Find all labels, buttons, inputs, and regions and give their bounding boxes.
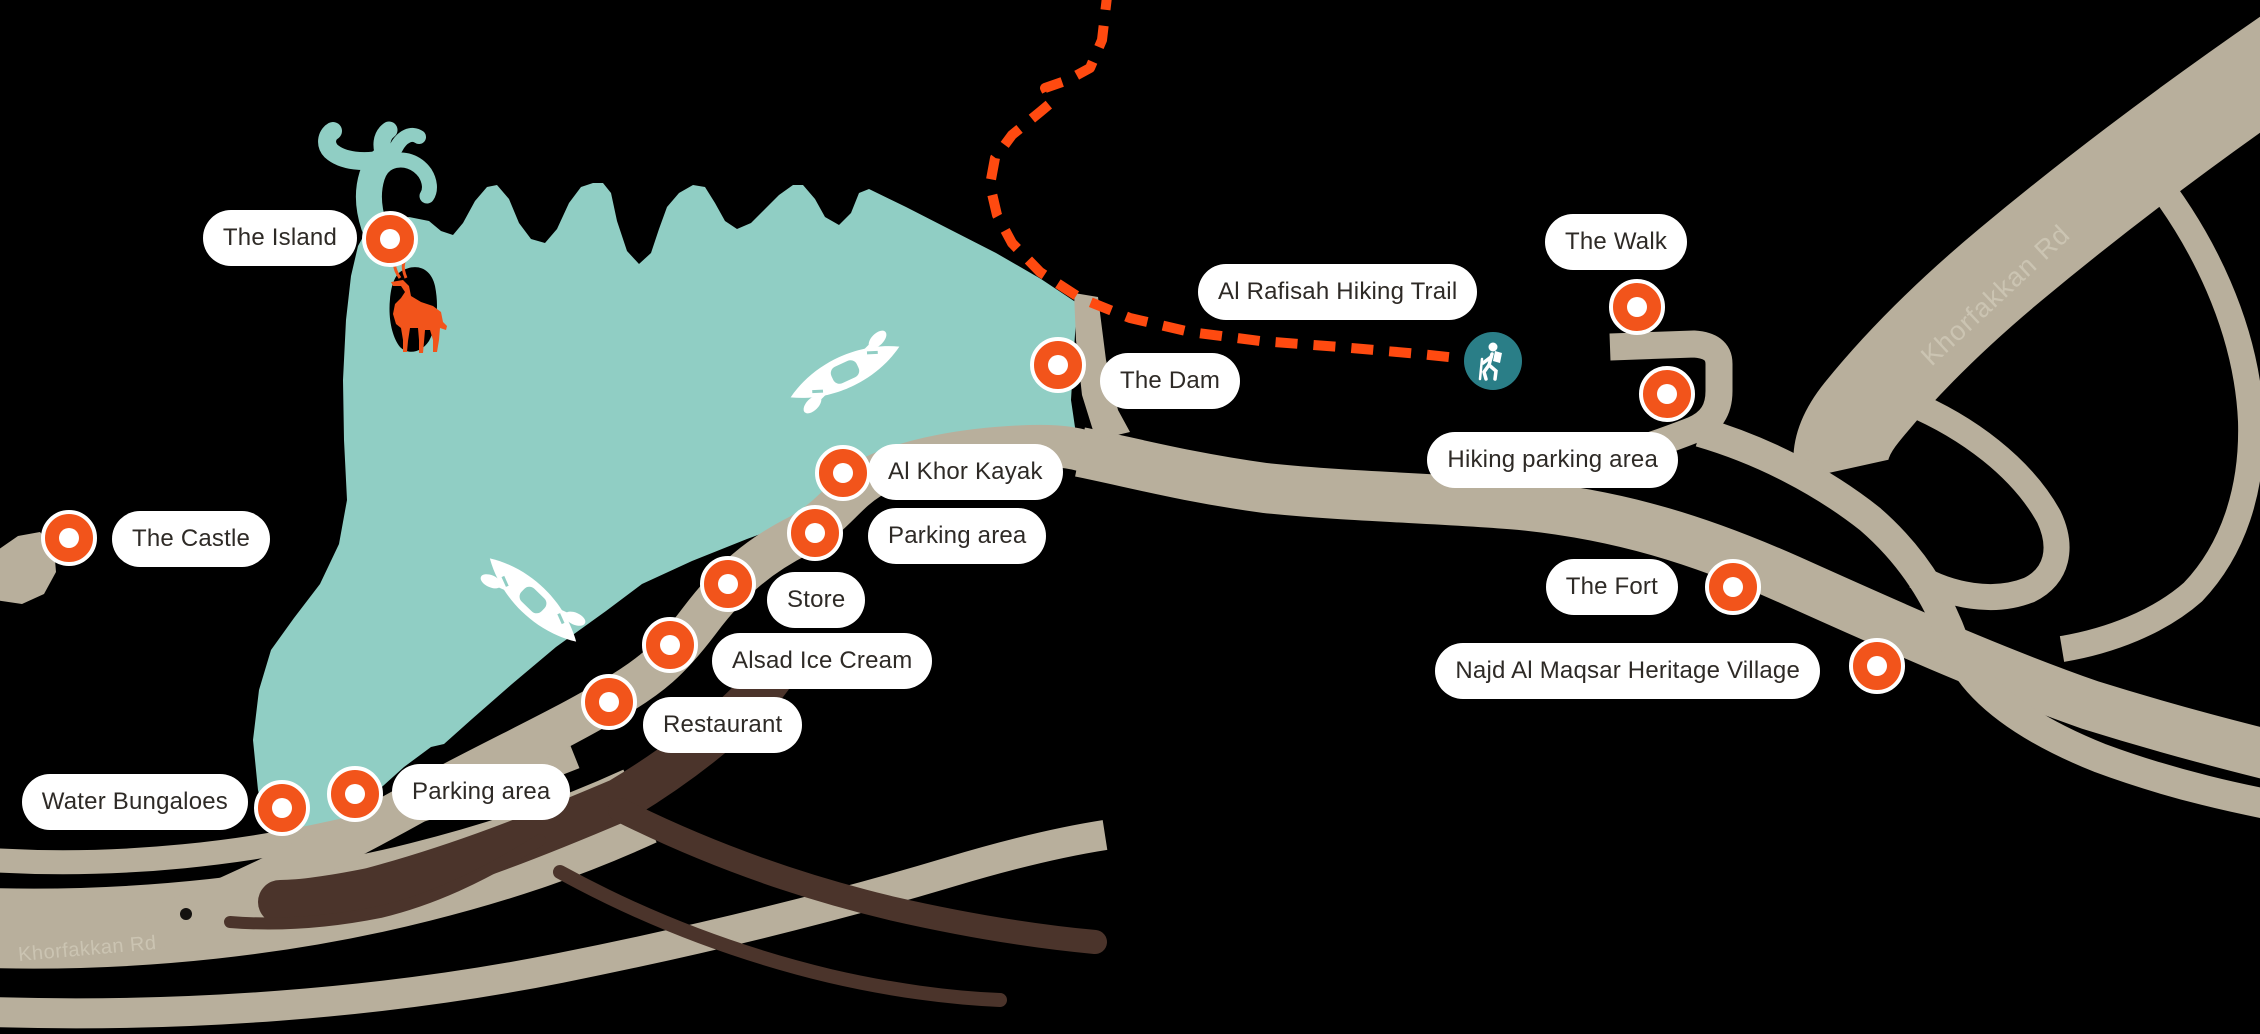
poi-label-the-dam[interactable]: The Dam — [1100, 353, 1241, 409]
road-slip-right — [2059, 149, 2260, 662]
kayak-icon — [790, 330, 900, 414]
poi-marker-the-dam[interactable] — [1030, 337, 1086, 393]
road-loop-teardrop — [1902, 390, 2070, 611]
poi-label-parking-area-lake[interactable]: Parking area — [868, 508, 1047, 564]
poi-label-najd-al-maqsar[interactable]: Najd Al Maqsar Heritage Village — [1435, 643, 1820, 699]
poi-label-water-bungaloes[interactable]: Water Bungaloes — [21, 774, 248, 830]
road-khorfakkan-top — [1793, 16, 2260, 481]
poi-label-al-rafisah-hiking-trail[interactable]: Al Rafisah Hiking Trail — [1198, 264, 1478, 320]
poi-label-the-fort[interactable]: The Fort — [1545, 559, 1678, 615]
poi-marker-najd-al-maqsar[interactable] — [1849, 638, 1905, 694]
poi-label-the-castle[interactable]: The Castle — [112, 511, 271, 567]
road-bottom-band-lower — [0, 820, 1108, 1029]
hiker-icon[interactable] — [1464, 332, 1522, 390]
poi-marker-restaurant[interactable] — [581, 674, 637, 730]
poi-label-the-island[interactable]: The Island — [202, 210, 357, 266]
road-walk-branch — [1695, 417, 2260, 818]
poi-marker-parking-area-lake[interactable] — [787, 505, 843, 561]
road-main-right — [1075, 427, 2260, 779]
poi-marker-the-walk[interactable] — [1609, 279, 1665, 335]
poi-label-hiking-parking-area[interactable]: Hiking parking area — [1427, 432, 1678, 488]
poi-marker-hiking-parking[interactable] — [1639, 366, 1695, 422]
poi-marker-al-khor-kayak[interactable] — [815, 445, 871, 501]
roads — [0, 16, 2260, 1029]
poi-label-restaurant[interactable]: Restaurant — [643, 697, 803, 753]
poi-marker-the-island[interactable] — [362, 211, 418, 267]
poi-label-al-khor-kayak[interactable]: Al Khor Kayak — [868, 444, 1063, 500]
poi-marker-store[interactable] — [700, 556, 756, 612]
poi-marker-the-fort[interactable] — [1705, 559, 1761, 615]
poi-label-store[interactable]: Store — [767, 572, 866, 628]
poi-marker-alsad-ice-cream[interactable] — [642, 617, 698, 673]
castle-headland — [0, 532, 56, 604]
kayak-icon — [480, 558, 586, 642]
poi-marker-parking-area-south[interactable] — [327, 766, 383, 822]
poi-marker-the-castle[interactable] — [41, 510, 97, 566]
poi-label-the-walk[interactable]: The Walk — [1545, 214, 1688, 270]
hiking-trail-path — [985, 0, 1459, 363]
poi-label-alsad-ice-cream[interactable]: Alsad Ice Cream — [712, 633, 933, 689]
poi-label-parking-area-south[interactable]: Parking area — [392, 764, 571, 820]
poi-marker-water-bungaloes[interactable] — [254, 780, 310, 836]
road-junction-dot — [180, 908, 192, 920]
